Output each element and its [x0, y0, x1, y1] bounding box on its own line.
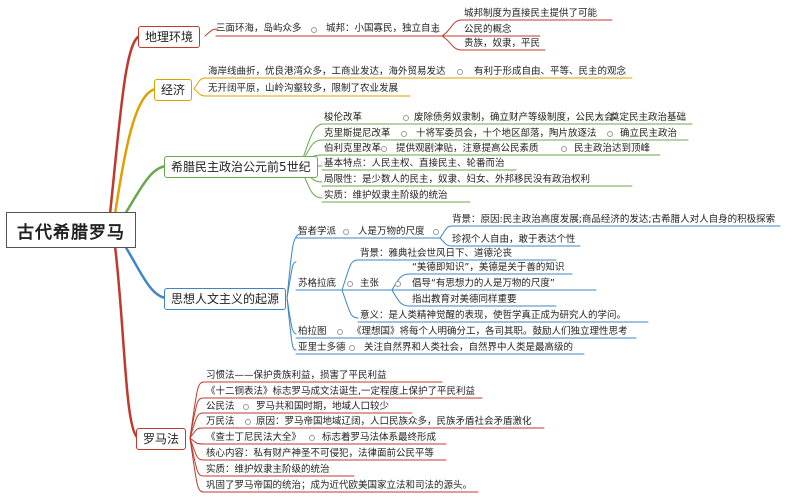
- law-influence: 巩固了罗马帝国的统治；成为近代欧美国家立法和司法的源头。: [206, 480, 473, 491]
- branch-thought: 思想人文主义的起源: [164, 288, 287, 310]
- pol-solon-content: 废除债务奴隶制，确立财产等级制度，公民大会: [414, 112, 614, 123]
- pol-limitations: 局限性：是少数人的民主，奴隶、妇女、外邦移民没有政治权利: [324, 174, 591, 185]
- pol-pericles-content: 提供观剧津贴，注意提高公民素质: [396, 143, 539, 154]
- connector-root-law: [113, 244, 140, 440]
- econ-leaf-trade: 海岸线曲折，优良港湾众多，工商业发达，海外贸易发达: [208, 66, 446, 77]
- thought-socrates-thinker: 倡导“有思想力的人是万物的尺度”: [412, 278, 555, 289]
- pol-solon: 梭伦改革: [324, 112, 363, 123]
- thought-sophists-background: 背景：原因:民主政治高度发展;商品经济的发达;古希腊人对人自身的积极探索: [452, 214, 776, 225]
- pol-essence: 实质：维护奴隶主阶级的统治: [324, 190, 448, 201]
- branch-economy: 经济: [154, 79, 193, 101]
- law-nations: 万民法: [206, 416, 235, 427]
- geo-leaf-classes: 贵族，奴隶，平民: [464, 38, 541, 49]
- branch-geography: 地理环境: [138, 26, 201, 48]
- branch-roman-law: 罗马法: [136, 428, 187, 450]
- geo-leaf-sea: 三面环海，岛屿众多: [216, 23, 302, 34]
- geo-leaf-citystate: 城邦：小国寡民，独立自主: [326, 23, 441, 34]
- geo-leaf-citizen-concept: 公民的概念: [464, 24, 512, 35]
- law-justinian: 《查士丁尼民法大全》: [206, 432, 302, 443]
- thought-sophists: 智者学派: [298, 226, 337, 237]
- pol-pericles-result: 民主政治达到顶峰: [574, 143, 651, 154]
- thought-plato-republic: 《理想国》将每个人明确分工，各司其职。鼓励人们独立理性思考: [352, 326, 628, 337]
- connector-root-pol: [123, 164, 168, 216]
- branch-politics: 希腊民主政治公元前5世纪: [164, 156, 318, 178]
- pol-solon-result: 奠定民主政治基础: [610, 112, 687, 123]
- law-twelve-tables: 《十二铜表法》标志罗马成文法诞生,一定程度上保护了平民利益: [206, 386, 476, 397]
- law-civil-period: 罗马共和国时期，地域人口较少: [256, 401, 390, 412]
- thought-socrates-education: 指出教育对美德同样重要: [412, 294, 517, 305]
- pol-cleisthenes-result: 确立民主政治: [620, 128, 678, 139]
- law-essence: 实质：维护奴隶主阶级的统治: [206, 464, 330, 475]
- thought-sophists-measure: 人是万物的尺度: [358, 226, 425, 237]
- thought-socrates-background: 背景：雅典社会世风日下、道德沦丧: [360, 248, 513, 259]
- thought-socrates-significance: 意义：是人类精神觉醒的表现，使哲学真正成为研究人的学问。: [360, 310, 627, 321]
- thought-socrates: 苏格拉底: [298, 278, 337, 289]
- econ-leaf-values: 有利于形成自由、平等、民主的观念: [474, 66, 627, 77]
- pol-pericles: 伯利克里改革: [324, 143, 382, 154]
- connector-root-thought: [123, 244, 168, 300]
- thought-socrates-virtue: “美德即知识”，美德是关于善的知识: [412, 262, 565, 273]
- pol-features: 基本特点：人民主权、直接民主、轮番而治: [324, 158, 505, 169]
- connector-dots: [243, 27, 613, 441]
- thought-plato: 柏拉图: [298, 326, 327, 337]
- geo-leaf-democracy-possible: 城邦制度为直接民主提供了可能: [464, 8, 598, 19]
- thought-socrates-claims: 主张: [360, 278, 380, 289]
- root-node: 古代希腊罗马: [6, 212, 136, 248]
- thought-sophists-freedom: 珍视个人自由，敢于表达个性: [452, 234, 576, 245]
- econ-leaf-agriculture: 无开阔平原，山岭沟壑较多，限制了农业发展: [208, 83, 399, 94]
- connector-root-econ: [113, 87, 158, 216]
- pol-cleisthenes: 克里斯提尼改革: [324, 128, 391, 139]
- law-core: 核心内容：私有财产神圣不可侵犯，法律面前公民平等: [206, 448, 435, 459]
- law-civil: 公民法: [206, 401, 235, 412]
- law-customary: 习惯法——保护贵族利益，损害了平民利益: [206, 370, 387, 381]
- thought-aristotle: 亚里士多德: [298, 342, 346, 353]
- pol-cleisthenes-content: 十将军委员会，十个地区部落，陶片放逐法: [416, 128, 597, 139]
- law-nations-reason: 原因：罗马帝国地域辽阔，人口民族众多，民族矛盾社会矛盾激化: [256, 416, 532, 427]
- thought-aristotle-nature: 关注自然界和人类社会，自然界中人类是最高级的: [364, 342, 574, 353]
- connector-root-geo: [108, 34, 142, 216]
- law-justinian-meaning: 标志着罗马法体系最终形成: [322, 432, 437, 443]
